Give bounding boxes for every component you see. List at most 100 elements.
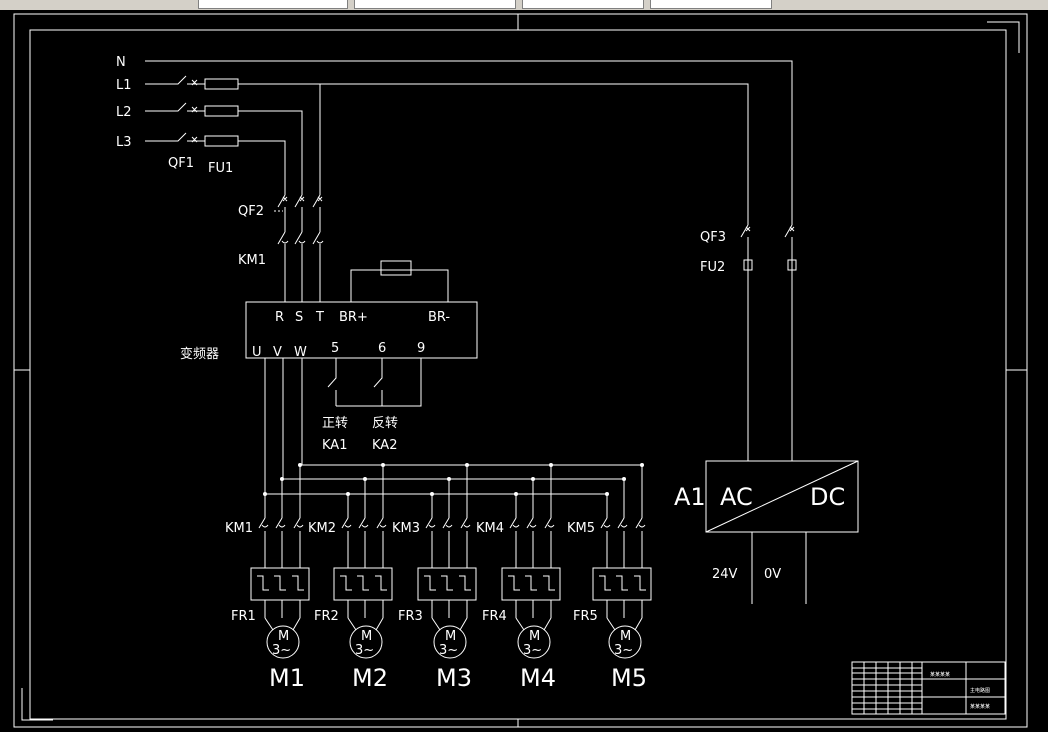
motor-label: M3 (436, 664, 472, 692)
title-block (851, 661, 1006, 715)
thermal-relay (333, 567, 393, 601)
ac-dc-converter (705, 460, 859, 533)
fu2-fuse-right (787, 259, 797, 271)
thermal-relay (592, 567, 652, 601)
motor-symbol (433, 625, 467, 659)
vfd-input-s: S (295, 310, 303, 325)
output-buses (264, 358, 642, 495)
label-n: N (116, 55, 126, 70)
contactor-label: KM3 (392, 521, 420, 536)
junction-dot (531, 477, 535, 481)
label-dc: DC (810, 483, 845, 511)
drawing-frame (13, 13, 1028, 728)
km1-main-contactor (277, 231, 324, 302)
vfd-input-r: R (275, 310, 284, 325)
motor-branches: M3~KM1FR1M1M3~KM2FR2M2M3~KM3FR3M3M3~KM4F… (225, 463, 652, 692)
label-qf1: QF1 (168, 156, 194, 171)
relay-label: FR3 (398, 609, 423, 624)
label-l3: L3 (116, 135, 132, 150)
vfd-terminal-5: 5 (331, 341, 339, 356)
brake-resistor-wire (350, 269, 449, 302)
motor-label: M2 (352, 664, 388, 692)
motor-symbol (349, 625, 383, 659)
title-block-number: 某某某某 (970, 704, 990, 710)
contactor-label: KM4 (476, 521, 504, 536)
vfd-terminal-6: 6 (378, 341, 386, 356)
motor-symbol (517, 625, 551, 659)
junction-dot (430, 492, 434, 496)
contact-blade (425, 517, 433, 529)
direction-contacts (327, 358, 422, 407)
brake-resistor (380, 260, 412, 276)
junction-dot (622, 477, 626, 481)
motor-letter: M (278, 629, 289, 644)
toolbar-combo-4[interactable] (650, 0, 772, 9)
contact-blade (617, 517, 625, 529)
vfd-output-u: U (252, 345, 262, 360)
label-fu2: FU2 (700, 260, 725, 275)
contact-blade (544, 517, 552, 529)
junction-dot (465, 463, 469, 467)
junction-dot (280, 477, 284, 481)
thermal-relay (417, 567, 477, 601)
vfd-name: 变频器 (180, 346, 219, 362)
label-24v: 24V (712, 567, 738, 582)
junction-dot (640, 463, 644, 467)
motor-letter: M (529, 629, 540, 644)
relay-label: FR1 (231, 609, 256, 624)
title-block-drawing: 主电路图 (970, 687, 990, 694)
vfd-output-v: V (273, 345, 282, 360)
supply-lines (145, 60, 793, 225)
relay-label: FR4 (482, 609, 507, 624)
toolbar-combo-2[interactable] (354, 0, 516, 9)
label-l2: L2 (116, 105, 132, 120)
contact-blade (258, 517, 266, 529)
junction-dot (263, 492, 267, 496)
label-forward: 正转 (322, 416, 348, 431)
label-fu1: FU1 (208, 161, 233, 176)
vfd-br-plus: BR+ (339, 310, 368, 325)
motor-phase: 3~ (272, 643, 291, 658)
contact-blade (600, 517, 608, 529)
label-reverse: 反转 (372, 416, 398, 431)
label-ka2: KA2 (372, 438, 397, 453)
vfd-box (245, 301, 478, 359)
contact-blade (635, 517, 643, 529)
motor-phase: 3~ (523, 643, 542, 658)
label-ka1: KA1 (322, 438, 347, 453)
contact-blade (442, 517, 450, 529)
vfd-terminal-9: 9 (417, 341, 425, 356)
contact-blade (526, 517, 534, 529)
junction-dot (298, 463, 302, 467)
contact-blade (275, 517, 283, 529)
motor-phase: 3~ (614, 643, 633, 658)
label-km1-main: KM1 (238, 253, 266, 268)
title-block-name: 某某某某 (930, 672, 950, 678)
junction-dot (514, 492, 518, 496)
toolbar-combo-3[interactable] (522, 0, 644, 9)
contactor-label: KM2 (308, 521, 336, 536)
junction-dot (346, 492, 350, 496)
label-a1: A1 (674, 483, 706, 511)
motor-label: M4 (520, 664, 556, 692)
relay-label: FR2 (314, 609, 339, 624)
contactor-label: KM1 (225, 521, 253, 536)
thermal-relay (501, 567, 561, 601)
contactor-label: KM5 (567, 521, 595, 536)
toolbar-strip (0, 0, 1048, 10)
motor-letter: M (361, 629, 372, 644)
thermal-relay (250, 567, 310, 601)
vfd-output-w: W (294, 345, 307, 360)
motor-phase: 3~ (439, 643, 458, 658)
motor-symbol (608, 625, 642, 659)
drawing-canvas: N L1 L2 L3 QF1 FU1 QF2 KM1 变频器 R S T BR+… (13, 13, 1028, 728)
label-qf2: QF2 (238, 204, 264, 219)
junction-dot (605, 492, 609, 496)
qf3-breaker (740, 224, 795, 461)
toolbar-combo-1[interactable] (198, 0, 348, 9)
motor-phase: 3~ (355, 643, 374, 658)
label-l1: L1 (116, 78, 132, 93)
contact-blade (358, 517, 366, 529)
